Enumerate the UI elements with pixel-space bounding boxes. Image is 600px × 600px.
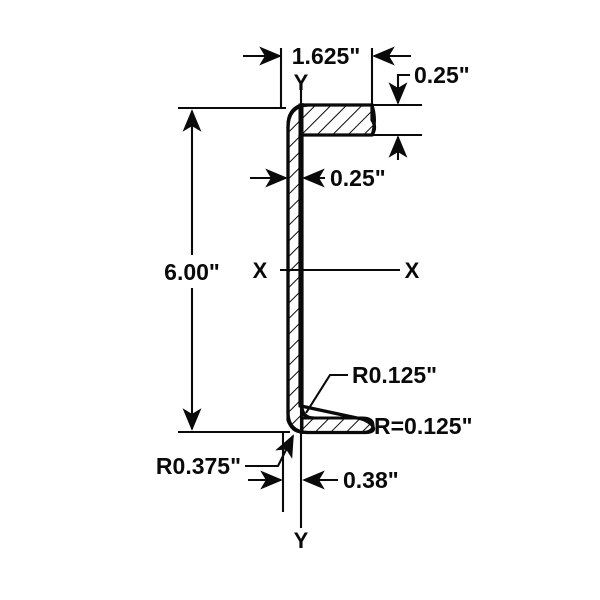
lip-offset-value: 0.38" [343, 467, 399, 493]
bottom-left-corner-radius [286, 411, 309, 435]
inner-fillet-radius [300, 405, 315, 420]
lip-end-radius-value: R=0.125" [374, 413, 473, 439]
overall-depth-dimension [178, 106, 290, 434]
overall-depth-value: 6.00" [164, 259, 220, 285]
y-axis-label-top: Y [294, 70, 309, 95]
y-axis-label-bottom: Y [294, 528, 309, 553]
web-thickness-value: 0.25" [330, 165, 386, 191]
leader-line [245, 434, 294, 468]
lip-offset-dimension [248, 432, 338, 512]
corner-radius-leader [245, 434, 294, 468]
x-axis-label-left: X [253, 258, 268, 283]
flange-thickness-value: 0.25" [414, 62, 470, 88]
x-axis-label-right: X [405, 258, 420, 283]
leader-line [396, 73, 410, 85]
flange-width-value: 1.625" [292, 43, 360, 69]
inner-radius-leader [305, 373, 348, 414]
top-flange [298, 103, 376, 137]
web [286, 102, 304, 434]
inner-radius-value: R0.125" [352, 362, 437, 388]
flange-thickness-dimension [372, 73, 422, 160]
top-left-corner-radius [286, 103, 309, 129]
corner-radius-value: R0.375" [156, 453, 241, 479]
leader-line [305, 373, 348, 414]
bottom-return-lip [300, 416, 375, 434]
axis-lines [280, 88, 400, 528]
flange-width-dimension [243, 46, 411, 108]
